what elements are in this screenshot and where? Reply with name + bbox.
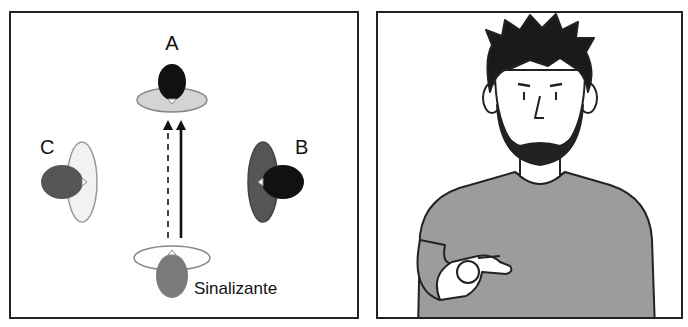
person-label: B: [295, 136, 308, 158]
person-label: Sinalizante: [194, 280, 277, 299]
person-figure: A: [135, 58, 209, 114]
person-figure: C: [36, 140, 100, 224]
person-label: A: [165, 32, 178, 54]
person-figure: Sinalizante: [132, 240, 212, 302]
left-panel: [10, 12, 358, 318]
person-label: C: [40, 136, 54, 158]
gaze-arrow: [163, 120, 173, 238]
person-top-view: [135, 58, 209, 114]
person-figure: B: [245, 140, 309, 224]
gaze-arrow: [176, 120, 186, 238]
